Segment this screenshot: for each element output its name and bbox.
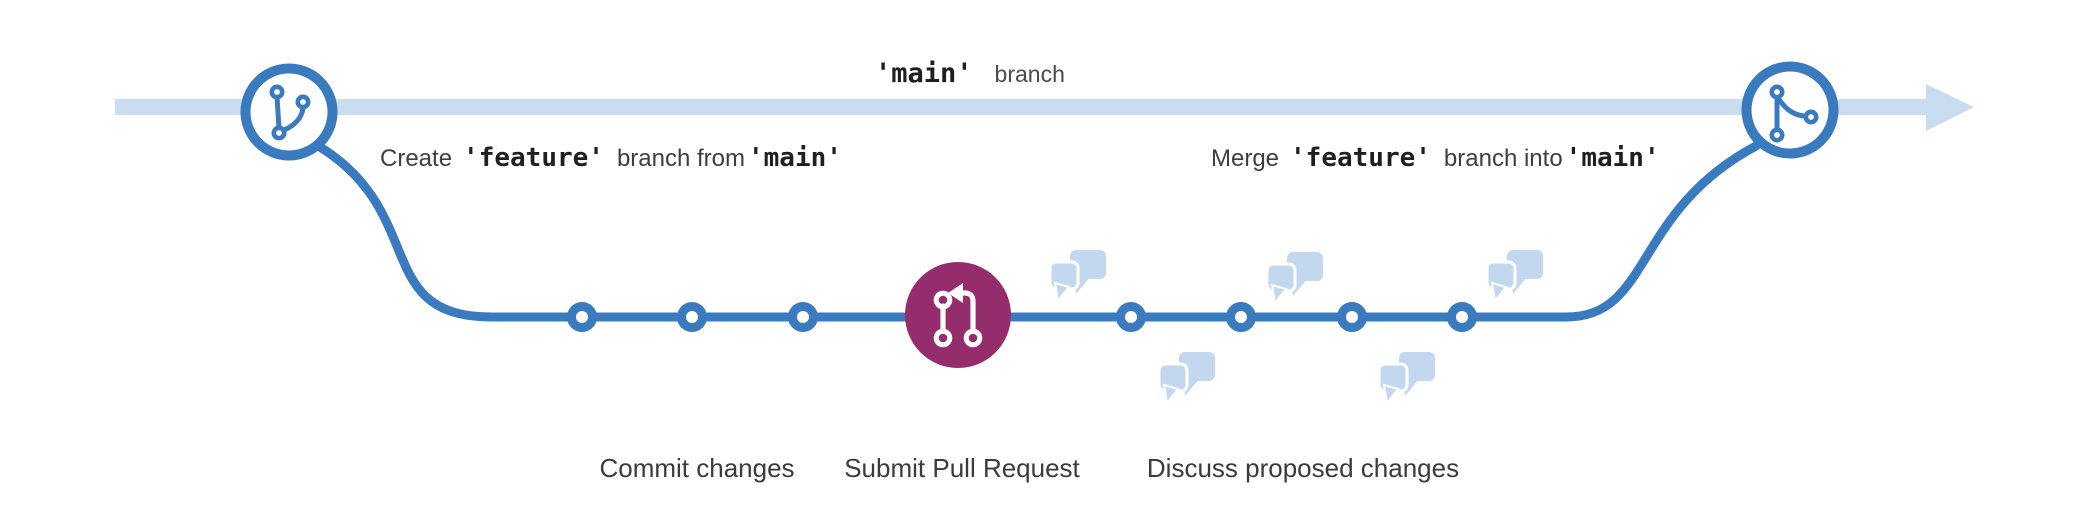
commit-node [677, 302, 707, 332]
commit-node [567, 302, 597, 332]
main-branch-line [115, 84, 1974, 131]
commit-node [788, 302, 818, 332]
step-submit-pull-request: Submit Pull Request [844, 453, 1080, 483]
main-branch-suffix: branch [994, 61, 1065, 87]
commit-node [1116, 302, 1146, 332]
step-discuss-changes: Discuss proposed changes [1146, 453, 1460, 483]
main-branch-name: 'main' [875, 58, 973, 89]
git-merge-icon [1741, 61, 1839, 159]
commit-node [1337, 302, 1367, 332]
speech-bubbles-icon [1485, 248, 1545, 303]
commit-nodes [567, 302, 1477, 332]
main-branch-title: 'main' branch [875, 60, 1065, 87]
git-pull-request-icon [905, 262, 1011, 368]
speech-bubbles-icon [1048, 248, 1108, 303]
step-commit-changes: Commit changes [599, 453, 795, 483]
feature-branch-line [315, 141, 1761, 322]
arrow-right-icon [1926, 84, 1974, 131]
speech-bubbles-icon [1377, 350, 1437, 405]
git-branch-icon [240, 63, 338, 161]
commit-node [1447, 302, 1477, 332]
speech-bubbles-icon [1265, 250, 1325, 305]
speech-bubbles-icon [1157, 350, 1217, 405]
create-branch-annotation: Create'feature'branch from'main' [380, 143, 842, 173]
merge-branch-annotation: Merge'feature'branch into'main' [1211, 143, 1660, 173]
commit-node [1226, 302, 1256, 332]
